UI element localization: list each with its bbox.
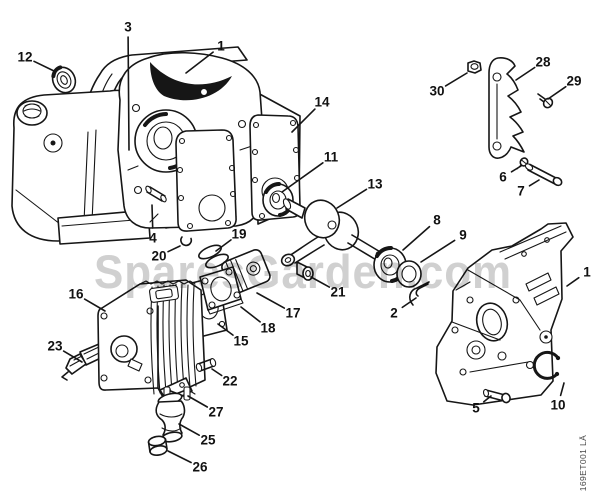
part-cylinder (97, 279, 206, 404)
part-bumper-spike (488, 57, 525, 159)
callout-1: 1 (566, 265, 591, 287)
callout-28: 28 (515, 55, 551, 81)
callout-11: 11 (281, 150, 339, 193)
svg-text:16: 16 (68, 287, 84, 302)
svg-text:21: 21 (330, 285, 346, 300)
part-pin-4 (145, 185, 167, 203)
svg-text:19: 19 (231, 227, 246, 242)
callout-25: 25 (178, 423, 216, 448)
svg-text:18: 18 (260, 321, 276, 336)
callout-17: 17 (256, 292, 301, 321)
callout-27: 27 (187, 395, 224, 420)
part-wrist-pin-bushing-21 (296, 261, 314, 281)
svg-text:9: 9 (459, 228, 467, 243)
svg-text:23: 23 (47, 339, 63, 354)
part-circlip (180, 236, 193, 247)
svg-text:26: 26 (192, 460, 208, 475)
svg-text:28: 28 (535, 55, 551, 70)
svg-text:13: 13 (367, 177, 383, 192)
callout-4: 4 (149, 204, 157, 246)
svg-text:25: 25 (200, 433, 216, 448)
callout-14: 14 (291, 95, 330, 133)
svg-text:5: 5 (472, 401, 480, 416)
callout-2: 2 (390, 297, 417, 321)
svg-text:4: 4 (149, 231, 157, 246)
callout-18: 18 (240, 306, 276, 336)
part-sleeve-26 (147, 435, 168, 456)
svg-text:27: 27 (208, 405, 223, 420)
part-pin-5 (482, 388, 511, 404)
part-snap-ring-10 (532, 350, 561, 380)
svg-text:1: 1 (583, 265, 591, 280)
callout-23: 23 (47, 339, 83, 363)
callout-5: 5 (472, 395, 492, 416)
part-washer-9 (396, 260, 422, 288)
part-screw-29 (537, 93, 554, 109)
svg-text:20: 20 (151, 249, 166, 264)
callout-13: 13 (336, 177, 383, 209)
svg-text:6: 6 (499, 170, 507, 185)
callout-10: 10 (550, 382, 566, 413)
callout-30: 30 (429, 72, 468, 99)
part-intake-boot (155, 392, 186, 443)
callout-16: 16 (68, 287, 106, 312)
part-bolt-7 (524, 163, 563, 187)
svg-text:1: 1 (217, 39, 225, 54)
part-seal-12 (51, 65, 77, 94)
svg-text:3: 3 (124, 20, 132, 35)
callout-1: 1 (185, 39, 225, 74)
part-gasket-left (175, 129, 237, 232)
svg-text:29: 29 (566, 74, 581, 89)
part-nut-30 (467, 60, 482, 74)
svg-text:22: 22 (222, 374, 237, 389)
callout-8: 8 (402, 213, 441, 251)
callout-9: 9 (420, 228, 467, 263)
callout-20: 20 (151, 245, 181, 264)
callout-15: 15 (217, 323, 249, 349)
svg-text:8: 8 (433, 213, 441, 228)
callout-3: 3 (124, 20, 132, 151)
svg-text:7: 7 (517, 184, 525, 199)
part-dowel-pin-22 (195, 358, 217, 372)
callout-7: 7 (517, 179, 540, 199)
svg-text:15: 15 (233, 334, 249, 349)
callout-22: 22 (211, 368, 238, 389)
callout-29: 29 (547, 74, 582, 100)
part-flange-plate-18 (199, 266, 244, 315)
svg-text:12: 12 (17, 50, 32, 65)
part-hook-2 (408, 281, 430, 306)
svg-text:10: 10 (550, 398, 565, 413)
part-crankcase-right (435, 222, 574, 406)
callout-6: 6 (499, 165, 522, 185)
watermark: SparesGarden.com (94, 245, 512, 298)
svg-text:11: 11 (324, 150, 339, 165)
callout-21: 21 (310, 276, 346, 300)
callout-19: 19 (215, 227, 247, 252)
callout-12: 12 (17, 50, 55, 72)
diagram-code: 169ET001 LÄ (578, 435, 588, 491)
svg-text:2: 2 (390, 306, 398, 321)
svg-text:14: 14 (314, 95, 330, 110)
svg-text:17: 17 (285, 306, 300, 321)
callout-26: 26 (167, 450, 208, 475)
svg-text:30: 30 (429, 84, 444, 99)
